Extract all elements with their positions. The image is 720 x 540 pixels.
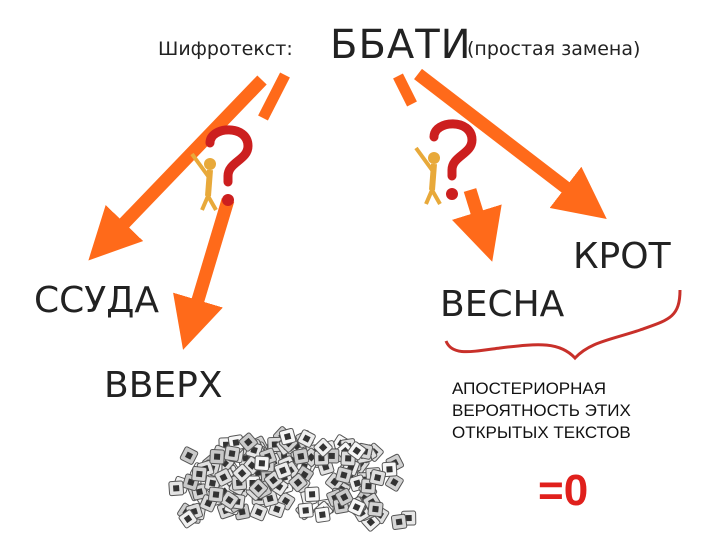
- letter-tile: [297, 502, 314, 519]
- arrow-to-ssuda: [88, 75, 267, 261]
- letter-tile: [335, 487, 354, 507]
- ciphertext-word: ББАТИ: [330, 22, 472, 68]
- letter-tiles-pile: [168, 426, 417, 532]
- arrow-to-vverkh: [173, 198, 235, 350]
- conclusion-line: АПОСТЕРИОРНАЯ: [452, 379, 607, 398]
- letter-tile: [313, 437, 333, 457]
- probability-value: =0: [538, 466, 589, 515]
- letter-tile: [292, 448, 310, 465]
- arrow-to-vesna: [452, 188, 502, 262]
- letter-tile: [369, 469, 387, 487]
- arrow-stub-left: [258, 72, 290, 121]
- question-figure-icon: [190, 125, 253, 211]
- candidate-vesna: ВЕСНА: [440, 284, 565, 325]
- letter-tile: [178, 509, 198, 529]
- letter-tile: [219, 490, 239, 510]
- letter-tile: [273, 461, 292, 480]
- candidate-vverkh: ВВЕРХ: [104, 365, 223, 406]
- letter-tile: [385, 472, 404, 492]
- letter-tile: [278, 427, 297, 446]
- letter-tile: [297, 429, 316, 448]
- letter-tile: [214, 468, 233, 487]
- letter-tile: [347, 498, 366, 517]
- letter-tile: [314, 506, 331, 523]
- letter-tile: [367, 501, 384, 518]
- cipher-method-note: (простая замена): [467, 38, 641, 60]
- candidate-ssuda: ССУДА: [34, 280, 159, 321]
- letter-tile: [249, 503, 268, 522]
- letter-tile: [223, 445, 241, 462]
- arrow-to-krot: [414, 68, 607, 220]
- letter-tile: [288, 473, 308, 493]
- letter-tile: [347, 441, 367, 461]
- conclusion-line: ОТКРЫТЫХ ТЕКСТОВ: [452, 423, 631, 442]
- letter-tile: [335, 466, 353, 484]
- conclusion-line: ВЕРОЯТНОСТЬ ЭТИХ: [452, 401, 631, 420]
- grouping-brace: [444, 289, 682, 361]
- conclusion-text: АПОСТЕРИОРНАЯ ВЕРОЯТНОСТЬ ЭТИХ ОТКРЫТЫХ …: [452, 378, 631, 444]
- letter-tile: [248, 478, 268, 498]
- candidate-krot: КРОТ: [573, 236, 671, 277]
- arrow-stub-right: [393, 73, 417, 107]
- letter-tile: [304, 486, 320, 503]
- letter-tile: [254, 455, 270, 472]
- letter-tile: [168, 480, 185, 497]
- letter-tile: [179, 446, 199, 465]
- letter-tile: [209, 448, 225, 465]
- ciphertext-prefix: Шифротекст:: [158, 38, 293, 60]
- letter-tile: [238, 432, 258, 452]
- letter-tile: [208, 486, 224, 503]
- letter-tile: [390, 513, 408, 531]
- question-figure-icon: [414, 119, 477, 205]
- letter-tile: [191, 466, 208, 482]
- letter-tile: [232, 463, 252, 483]
